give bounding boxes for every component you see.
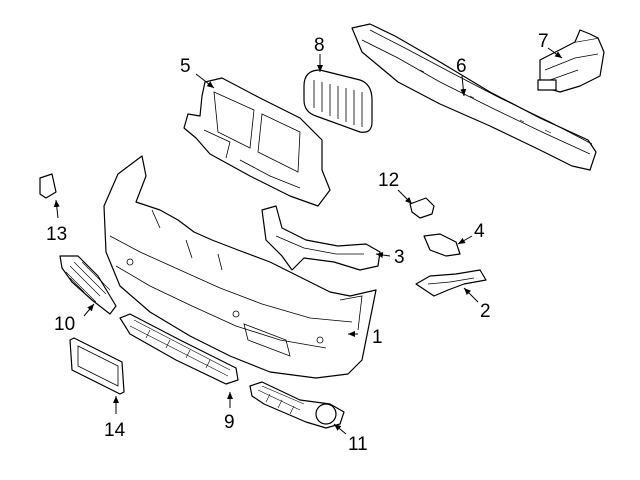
callout-5: 5 [180,56,191,77]
callout-8: 8 [314,35,325,56]
callout-11: 11 [348,434,368,455]
lower-side-bracket [415,269,487,297]
license-plate-bracket [69,337,125,395]
callout-labels: 1 2 3 4 5 6 7 8 9 10 11 12 13 14 [46,31,549,455]
callout-7: 7 [538,31,549,52]
callout-3: 3 [394,247,405,268]
leader-lines [53,47,563,435]
callout-9: 9 [224,412,235,433]
side-grille [59,255,117,315]
small-bracket-left [39,173,57,199]
callout-12: 12 [378,170,399,191]
kidney-grille [303,69,373,133]
reinforcement-bar [351,23,597,171]
clip-part [409,197,435,219]
callout-6: 6 [456,56,467,77]
callout-14: 14 [104,420,126,441]
side-bracket [261,205,381,271]
bumper-cover [103,155,377,379]
callout-2: 2 [480,301,491,322]
mounting-bracket [537,29,605,93]
callout-1: 1 [372,327,383,348]
lower-grille [119,313,239,385]
upper-side-bracket [423,233,461,257]
callout-13: 13 [46,224,67,245]
grille-carrier [183,77,331,207]
callout-10: 10 [54,314,75,335]
callout-4: 4 [474,221,485,242]
fog-light-cover [249,381,345,429]
